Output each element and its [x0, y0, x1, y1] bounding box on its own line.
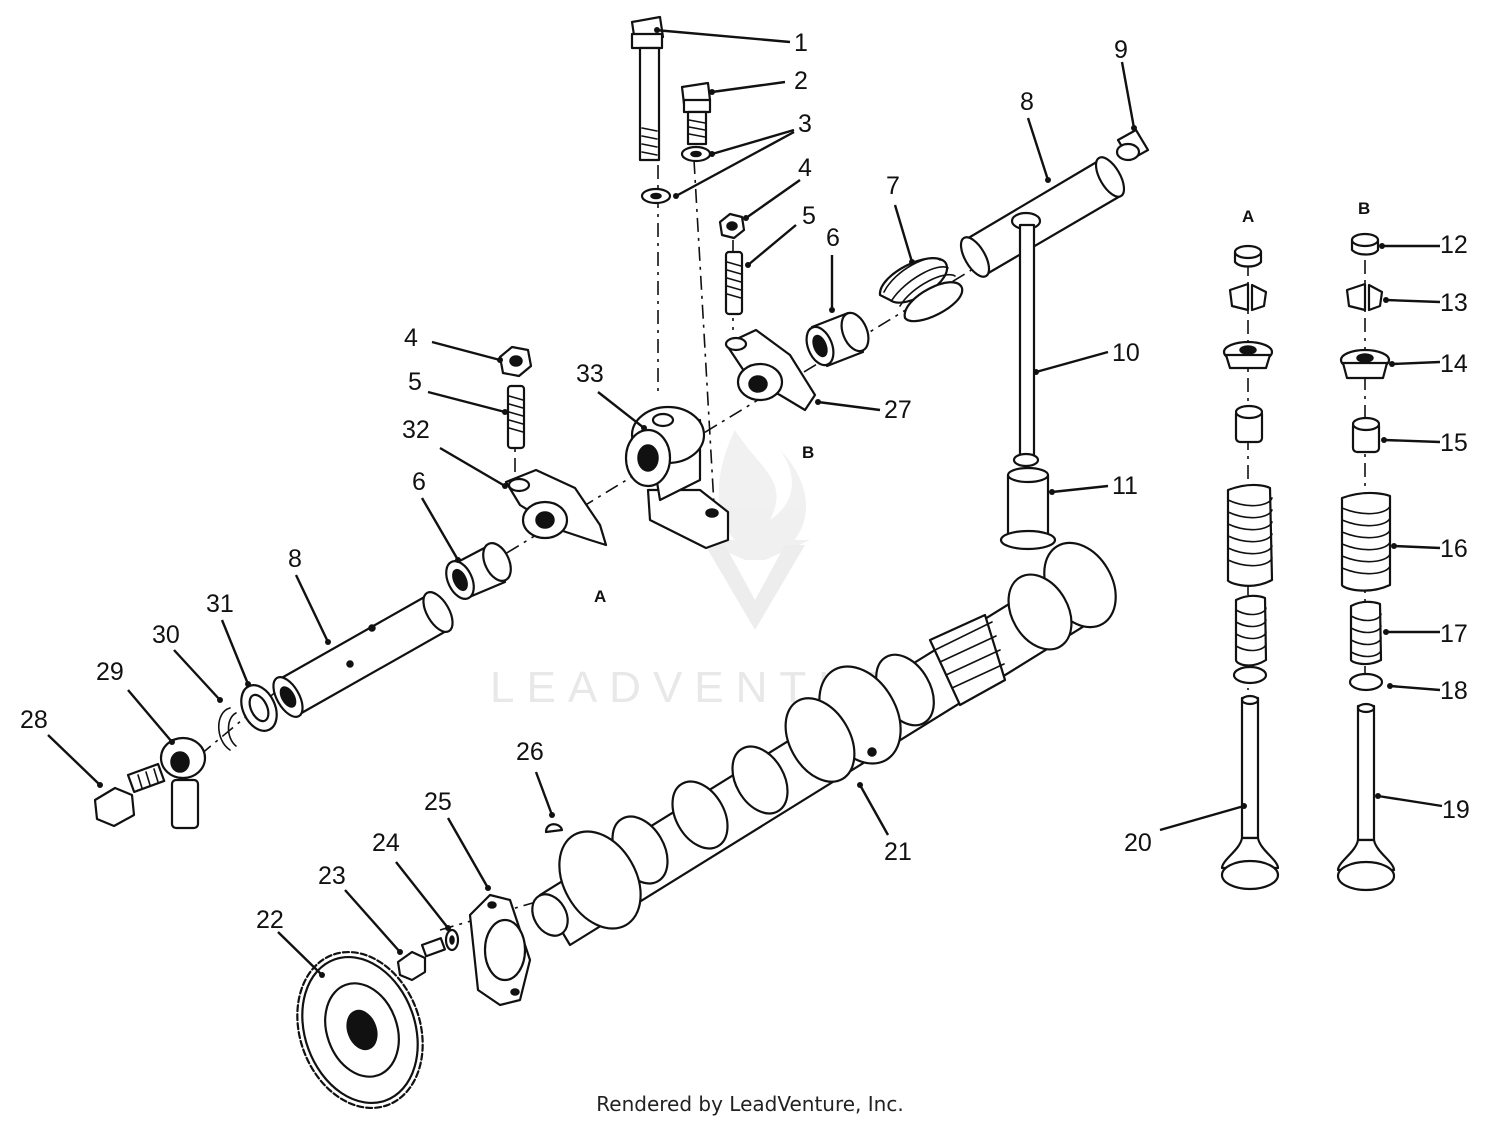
callout-5-left: 5	[408, 368, 422, 396]
callout-4-left: 4	[404, 324, 418, 352]
part-32-rocker-arm-a	[504, 468, 608, 547]
part-8-rocker-shaft-left	[272, 591, 454, 718]
callout-18: 18	[1440, 677, 1468, 705]
part-6-bushing-left	[445, 542, 512, 600]
part-4-nut-right	[718, 212, 746, 240]
part-10-push-rod	[1010, 211, 1042, 468]
callout-1: 1	[794, 29, 808, 57]
callout-2: 2	[794, 67, 808, 95]
callout-8-left: 8	[288, 545, 302, 573]
letter-rocker-arm-a: A	[594, 587, 606, 606]
part-27-rocker-arm-b	[724, 328, 817, 412]
callout-30: 30	[152, 621, 180, 649]
callout-14: 14	[1440, 350, 1468, 378]
footer-credit: Rendered by LeadVenture, Inc.	[596, 1092, 904, 1116]
callout-5-right: 5	[802, 202, 816, 230]
callout-22: 22	[256, 906, 284, 934]
callout-3: 3	[798, 110, 812, 138]
part-2-short-bolt	[680, 81, 712, 146]
callout-10: 10	[1112, 339, 1140, 367]
reference-letters: A B A B	[594, 199, 1370, 606]
part-1-long-bolt	[630, 15, 665, 162]
part-8-rocker-shaft-right	[959, 156, 1126, 278]
callout-29: 29	[96, 658, 124, 686]
letter-valve-stack-a: A	[1242, 207, 1254, 226]
callout-26: 26	[516, 738, 544, 766]
part-4-nut-left	[498, 345, 533, 378]
part-22-camshaft-gear	[296, 950, 424, 1110]
part-29-rocker-support-end	[159, 736, 207, 830]
callout-labels: 1 2 3 4 4 5 5 6 6 7 8 8 9 10 11 12 13 14…	[20, 29, 1470, 934]
callout-31: 31	[206, 590, 234, 618]
part-26-woodruff-key	[544, 823, 564, 834]
part-3-washers	[640, 145, 712, 205]
callout-23: 23	[318, 862, 346, 890]
part-5-adjusting-screw-left	[506, 384, 526, 450]
part-11-tappet	[999, 466, 1057, 551]
callout-32: 32	[402, 416, 430, 444]
callout-25: 25	[424, 788, 452, 816]
part-24-lock-washer	[444, 928, 460, 952]
callout-11: 11	[1112, 472, 1138, 500]
callout-13: 13	[1440, 289, 1468, 317]
callout-6-left: 6	[412, 468, 426, 496]
callout-7: 7	[886, 172, 900, 200]
callout-33: 33	[576, 360, 604, 388]
leader-lines	[47, 27, 1443, 978]
callout-17: 17	[1440, 620, 1468, 648]
part-30-retaining-clip	[217, 707, 237, 751]
part-21-camshaft	[531, 541, 1117, 947]
letter-rocker-arm-b: B	[802, 443, 814, 462]
part-6-bushing-right	[805, 311, 870, 368]
callout-8-right: 8	[1020, 88, 1034, 116]
valve-assembly-b	[1336, 232, 1396, 892]
callout-24: 24	[372, 829, 400, 857]
part-28-bolt	[93, 762, 166, 828]
part-23-cap-screw	[396, 937, 446, 982]
part-25-thrust-plate	[468, 893, 532, 1007]
letter-valve-stack-b: B	[1358, 199, 1370, 218]
callout-15: 15	[1440, 429, 1468, 457]
part-7-rocker-spring	[878, 257, 964, 323]
part-5-adjusting-screw-right	[724, 250, 744, 316]
callout-12: 12	[1440, 231, 1468, 259]
part-33-rocker-support	[624, 405, 730, 550]
part-9-plug	[1115, 128, 1150, 162]
callout-21: 21	[884, 838, 912, 866]
callout-4-right: 4	[798, 154, 812, 182]
part-31-thrust-washer	[240, 684, 278, 732]
callout-16: 16	[1440, 535, 1468, 563]
callout-9: 9	[1114, 36, 1128, 64]
callout-28: 28	[20, 706, 48, 734]
valve-assembly-a	[1220, 244, 1280, 891]
callout-20: 20	[1124, 829, 1152, 857]
callout-27: 27	[884, 396, 912, 424]
callout-19: 19	[1442, 796, 1470, 824]
callout-6-right: 6	[826, 224, 840, 252]
